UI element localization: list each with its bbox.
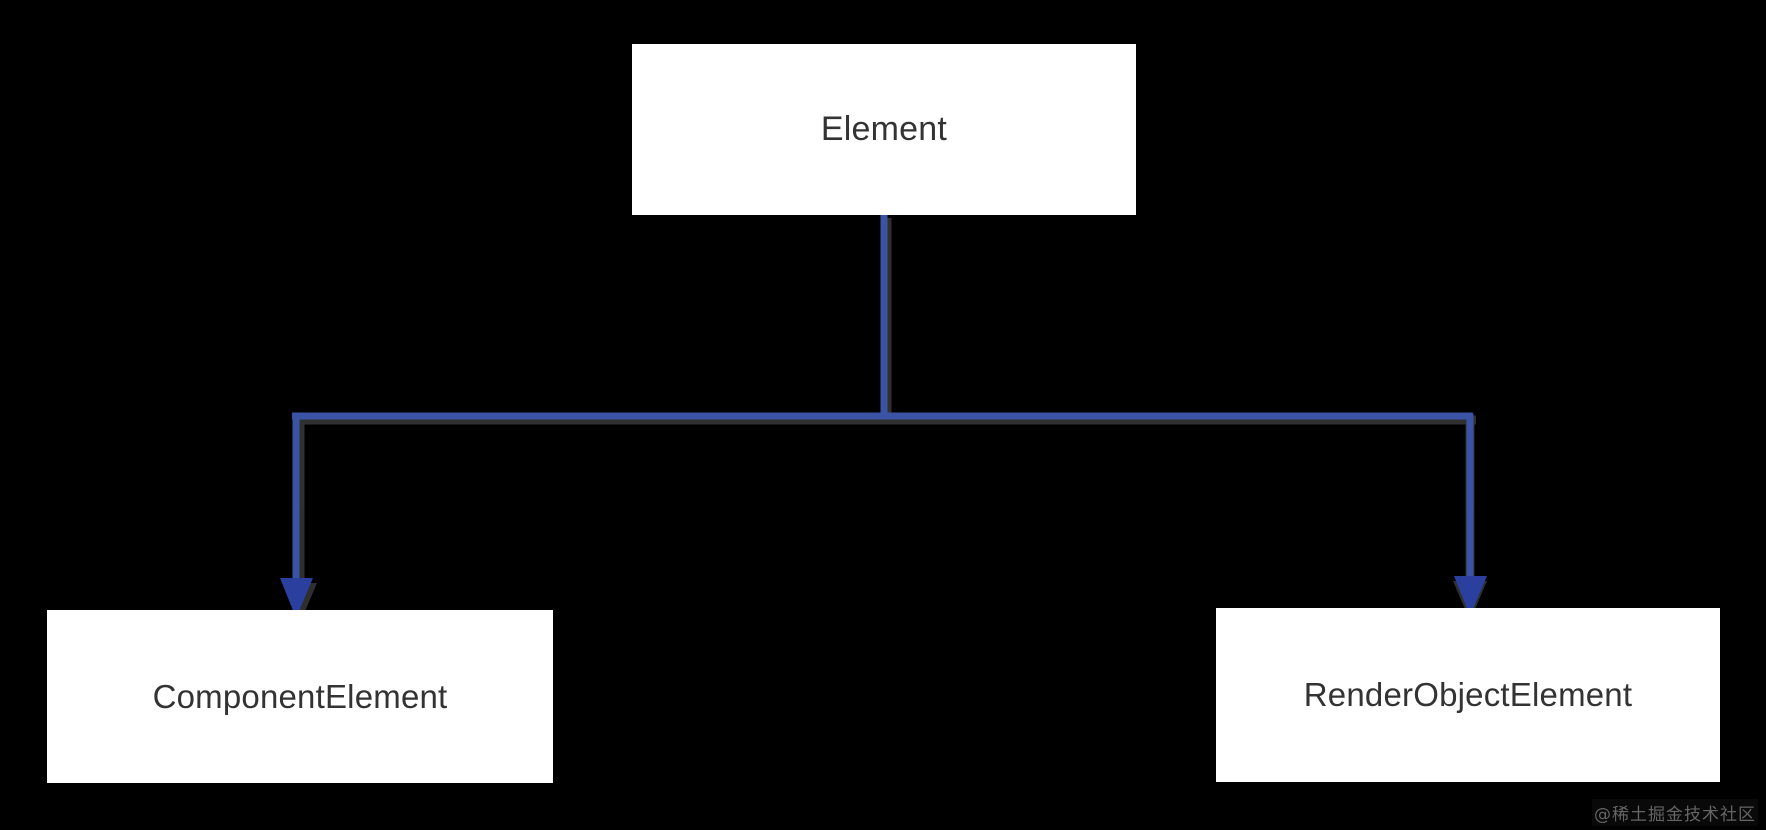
node-component-element[interactable]: ComponentElement	[47, 610, 553, 783]
node-element[interactable]: Element	[632, 44, 1136, 215]
node-component-element-label: ComponentElement	[152, 677, 448, 715]
watermark: @稀土掘金技术社区	[1592, 799, 1758, 826]
node-element-label: Element	[820, 110, 948, 148]
node-render-object-element[interactable]: RenderObjectElement	[1216, 608, 1720, 782]
node-render-object-element-label: RenderObjectElement	[1303, 676, 1633, 713]
connector-shadow-group	[283, 218, 1487, 623]
connector-line-group	[280, 215, 1487, 618]
